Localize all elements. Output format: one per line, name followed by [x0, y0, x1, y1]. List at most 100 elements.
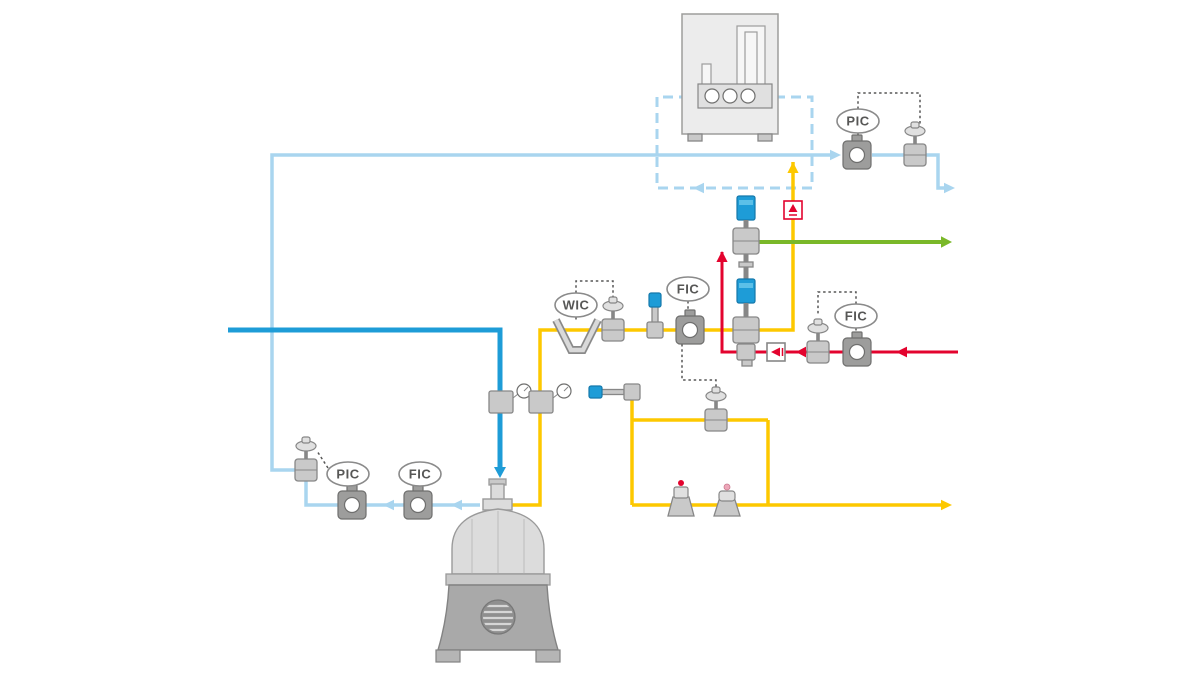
cp-valve-cap	[718, 490, 736, 502]
machine-piston-icon	[722, 88, 738, 104]
instrument-bubble	[834, 303, 878, 329]
gauge-stem	[512, 393, 519, 399]
separator-foot	[535, 649, 561, 663]
arrow-left-icon	[896, 346, 907, 358]
machine-piston-icon	[740, 88, 756, 104]
instrument-fic-right: FIC	[834, 303, 878, 329]
bypass-line-path	[655, 95, 814, 190]
lightblue-main-path	[270, 153, 830, 507]
constant-pressure-valve	[713, 483, 741, 517]
flow-meter	[842, 331, 872, 367]
control-valve	[806, 318, 830, 364]
machine-column	[701, 63, 712, 87]
machine-foot	[757, 133, 773, 142]
control-valve	[704, 386, 728, 432]
arrow-left-icon	[693, 182, 704, 194]
sensor-stem	[651, 305, 659, 325]
valve-tip	[741, 359, 753, 367]
arrow-left-icon	[796, 346, 806, 358]
control-valve	[294, 436, 318, 482]
clamp-body	[553, 318, 601, 353]
instrument-fic-center: FIC	[666, 276, 710, 302]
arrow-up-icon	[716, 251, 728, 262]
separator-bowl-seams	[471, 511, 525, 574]
flow-meter	[403, 484, 433, 520]
gauge-fitting	[528, 390, 554, 414]
arrow-right-icon	[830, 149, 841, 161]
instrument-bubble	[398, 461, 442, 487]
flow-meter	[337, 484, 367, 520]
sensor-probe	[646, 292, 664, 339]
bypass-dashed-line	[655, 95, 814, 194]
instrument-label: PIC	[846, 114, 869, 129]
gauge-fitting	[488, 390, 514, 414]
actuator-highlight	[739, 200, 753, 205]
pressure-gauge	[488, 383, 532, 414]
instrument-label: FIC	[409, 467, 432, 482]
instrument-label: FIC	[677, 282, 700, 297]
valve-stem	[743, 303, 749, 317]
signal-line	[575, 280, 614, 297]
blue-feed-path	[228, 327, 503, 468]
gauge-stem	[552, 393, 559, 399]
instrument-signal-lines	[316, 92, 921, 469]
valve-flange	[738, 261, 754, 268]
sensor-probe	[588, 383, 641, 401]
blue-feed-line	[228, 327, 506, 478]
instrument-pic-bottom-left: PIC	[326, 461, 370, 487]
sensor-fitting	[646, 321, 664, 339]
lightblue-line	[270, 149, 955, 511]
sensor-fitting	[623, 383, 641, 401]
instrument-label: WIC	[563, 298, 590, 313]
valve-actuator-blue-icon	[736, 195, 756, 221]
cp-valve-cap	[673, 486, 689, 499]
check-valve	[766, 342, 786, 362]
sensor-head-icon	[588, 385, 603, 399]
cp-valve-body	[667, 496, 695, 517]
flow-meter	[842, 134, 872, 170]
machine-panel-inner	[744, 31, 758, 87]
machine-piston-icon	[704, 88, 720, 104]
separator-grille-slats	[483, 604, 513, 632]
actuator-highlight	[739, 283, 753, 288]
cp-valve-knob-icon	[723, 483, 731, 491]
control-valve	[903, 121, 927, 167]
gauge-needle	[563, 386, 569, 392]
check-valve	[783, 200, 803, 220]
instrument-bubble	[554, 292, 598, 318]
constant-pressure-valve	[667, 480, 695, 517]
density-transmitter-clamp	[552, 318, 602, 354]
valve-stem	[743, 220, 749, 228]
valve-body	[736, 343, 756, 361]
signal-line	[817, 291, 857, 316]
yellow-main-path	[512, 162, 795, 507]
sensor-stem	[600, 388, 625, 396]
red-path	[720, 252, 958, 354]
process-machine	[681, 13, 779, 142]
instrument-bubble	[836, 108, 880, 134]
pressure-gauge	[528, 383, 572, 414]
instrument-wic-center: WIC	[554, 292, 598, 318]
valve-actuator-blue-icon	[736, 278, 756, 304]
centrifugal-separator	[435, 478, 561, 663]
instrument-bubble	[666, 276, 710, 302]
arrow-left-icon	[383, 499, 394, 511]
cp-valve-knob-icon	[678, 480, 684, 486]
instrument-pic-top-right: PIC	[836, 108, 880, 134]
green-line	[759, 236, 952, 248]
signal-line	[316, 450, 329, 469]
arrow-up-icon	[787, 162, 799, 173]
arrow-right-icon	[941, 236, 952, 248]
instrument-label: PIC	[336, 467, 359, 482]
machine-foot	[687, 133, 703, 142]
signal-line	[857, 92, 921, 130]
yellow-line	[512, 162, 952, 511]
cp-valve-body	[713, 499, 741, 517]
instrument-label: FIC	[845, 309, 868, 324]
yellow-branch-path	[630, 392, 941, 507]
check-arrow-left-icon	[771, 347, 780, 357]
arrow-down-icon	[494, 467, 506, 478]
sensor-head-icon	[648, 292, 662, 308]
